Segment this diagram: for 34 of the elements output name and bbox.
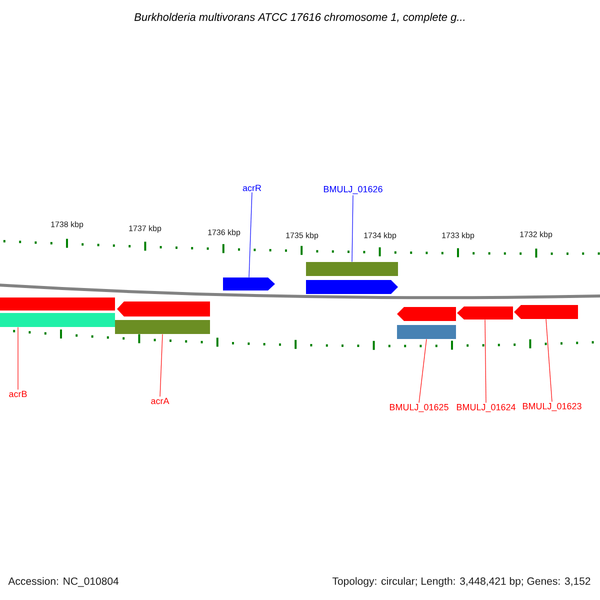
leader-line (546, 318, 552, 402)
gene-bar (0, 313, 115, 327)
leader-line (248, 192, 252, 278)
footer-text: Topology: circular; Length: 3,448,421 bp; Genes: 3,152 (332, 577, 590, 587)
scale-label: 1734 kbp (364, 232, 396, 240)
gene-block (117, 302, 210, 316)
scale-label: 1732 kbp (520, 231, 552, 239)
scale-label: 1736 kbp (208, 229, 240, 237)
title: Burkholderia multivorans ATCC 17616 chromosome 1, complete g... (134, 12, 464, 24)
gene-block (397, 307, 456, 321)
gene-block (223, 278, 275, 290)
gene-block (457, 306, 513, 320)
leader-line (484, 319, 486, 404)
footer-text: Accession: NC_010804 (8, 577, 119, 587)
gene-block (514, 305, 578, 319)
gene-block (306, 280, 398, 294)
gene-label: acrA (151, 398, 170, 404)
scale-label: 1733 kbp (442, 232, 474, 240)
gene-label: BMULJ_01623 (522, 402, 582, 412)
gene-label: BMULJ_01624 (456, 404, 516, 412)
scale-label: 1737 kbp (129, 225, 162, 233)
leader-line (160, 334, 163, 397)
gene-label: BMULJ_01626 (324, 186, 382, 194)
scale-label: 1735 kbp (286, 232, 318, 240)
gene-label: acrB (9, 390, 27, 398)
gene-label: BMULJ_01625 (390, 404, 448, 412)
gene-label: acrR (242, 184, 262, 192)
leader-line (418, 338, 427, 404)
gene-bar (115, 320, 210, 334)
gene-bar (306, 262, 398, 276)
leader-line (352, 194, 354, 262)
scale-label: 1738 kbp (51, 221, 84, 229)
gene-bar (397, 325, 456, 339)
gene-bar (0, 298, 115, 310)
